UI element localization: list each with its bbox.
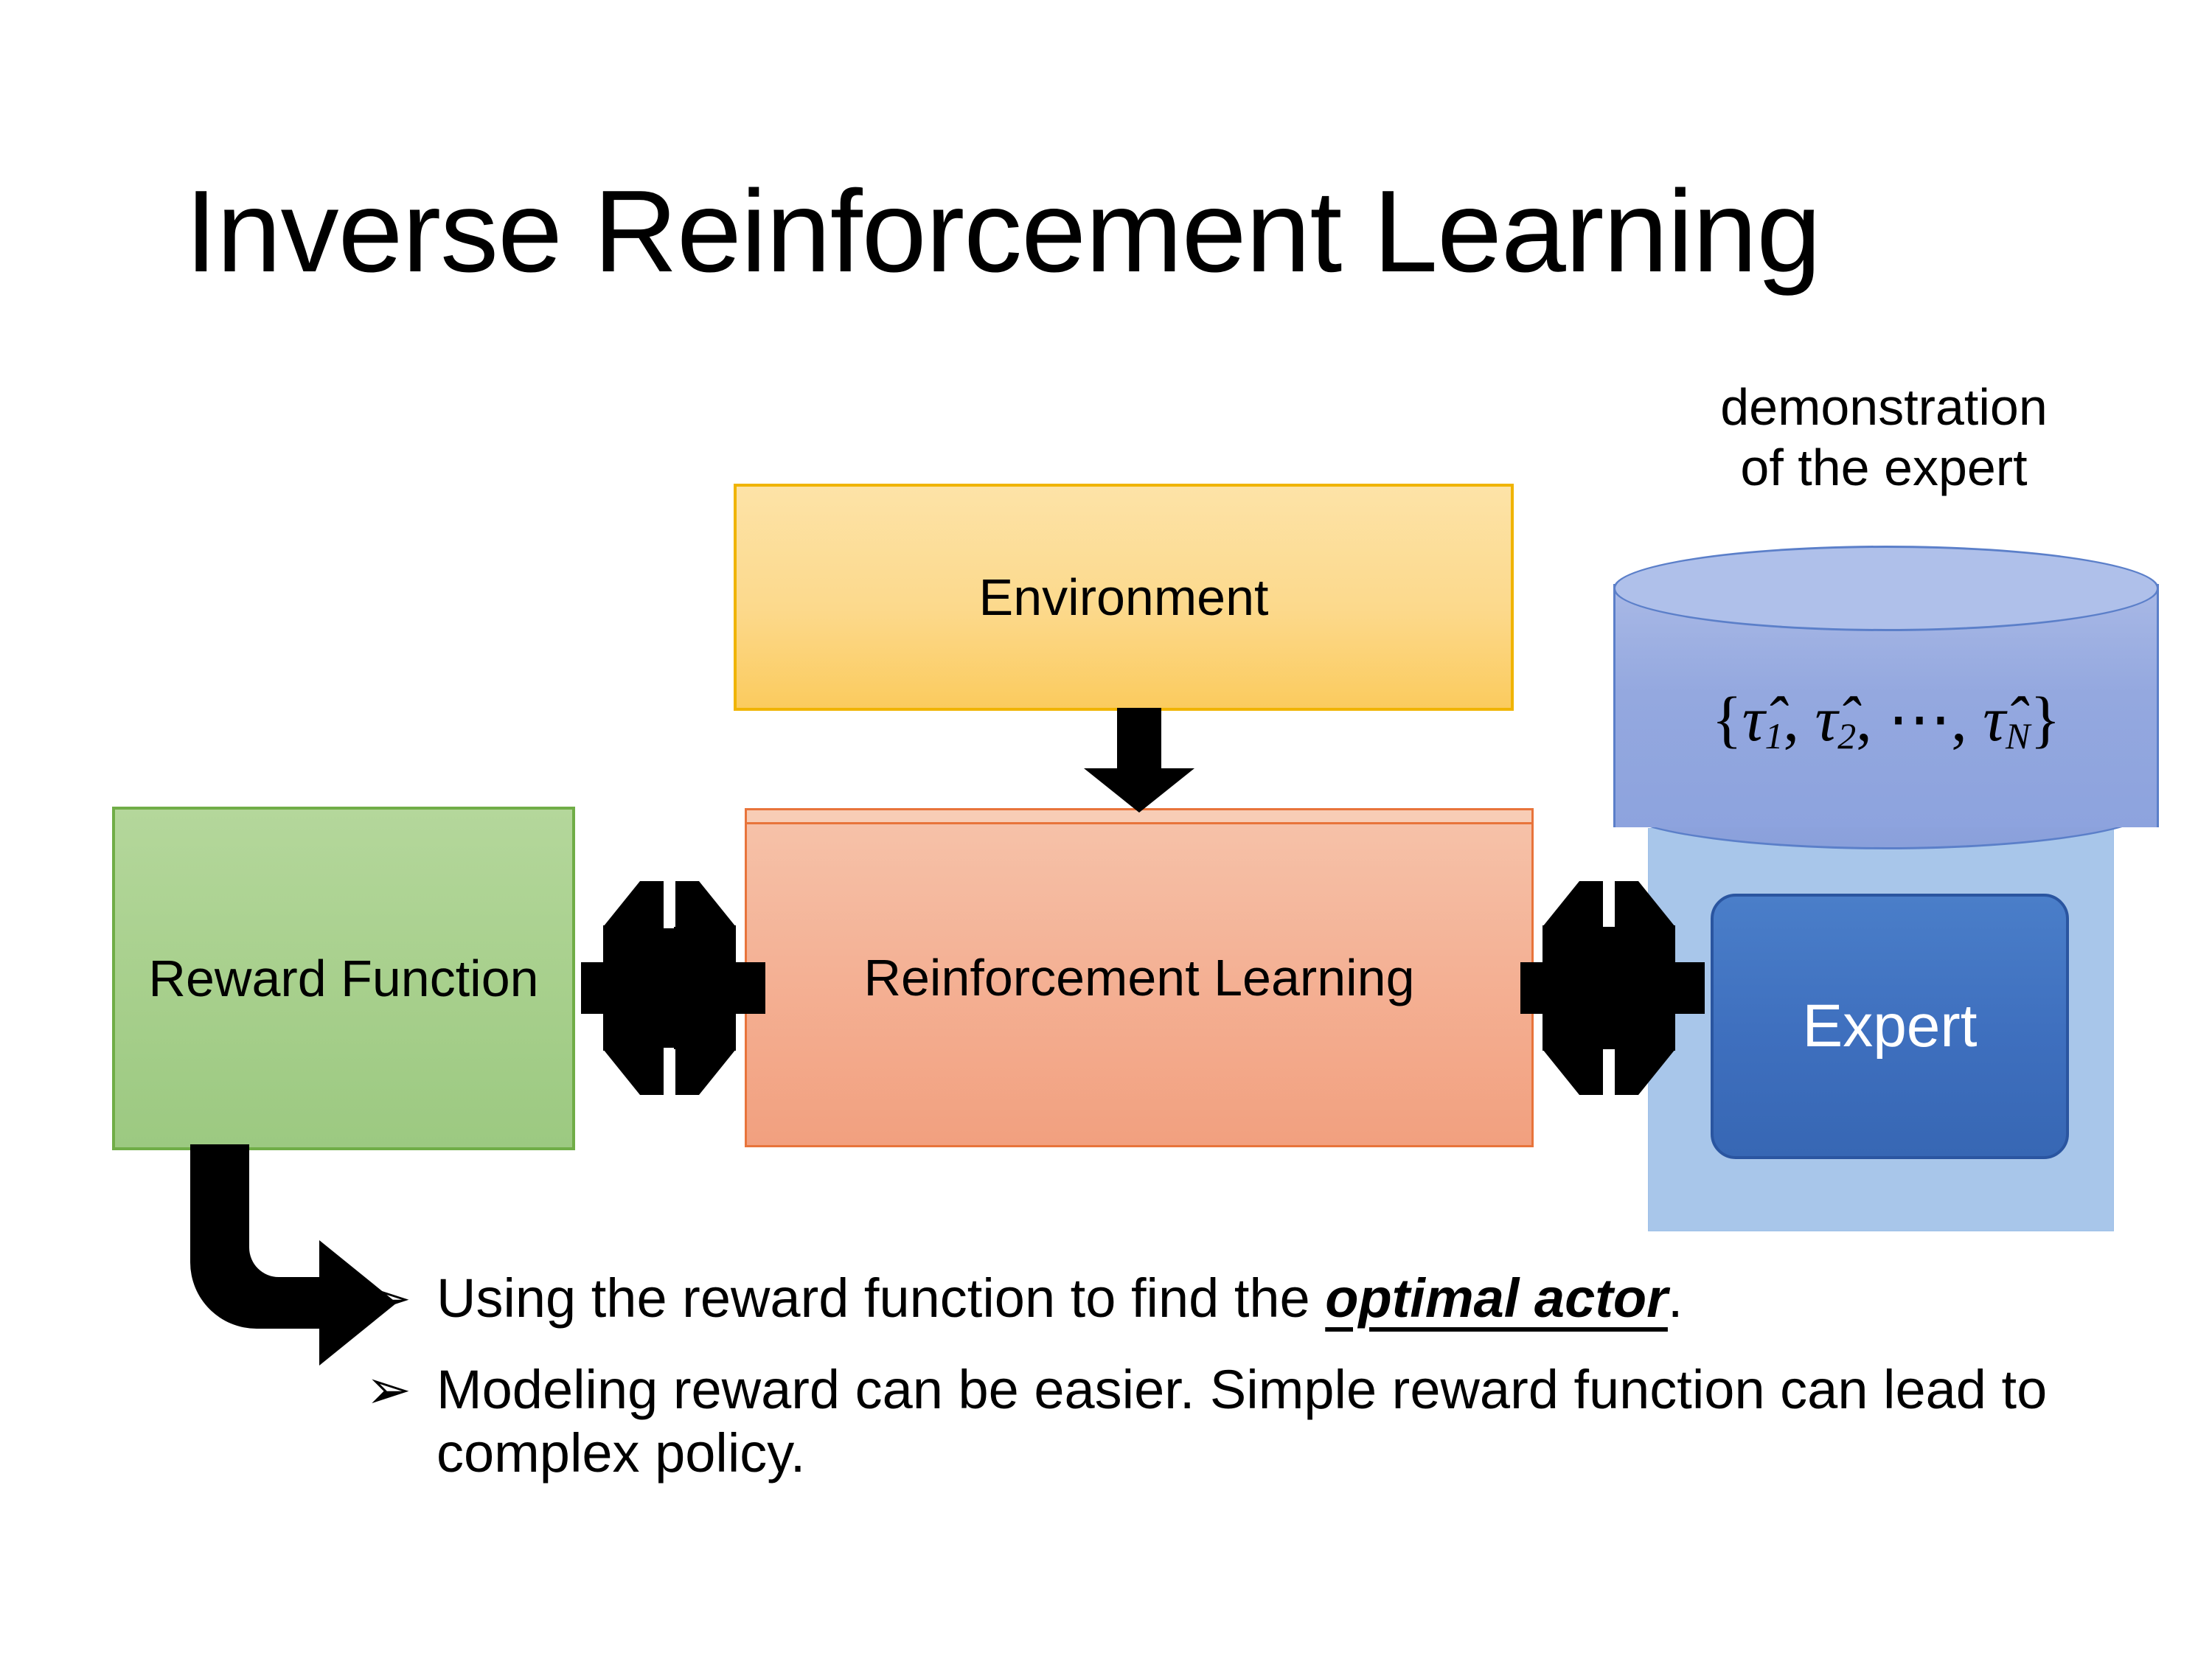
formula-subscript-2: 2 — [1837, 715, 1857, 757]
bullet-list: ➢ Using the reward function to find the … — [366, 1267, 2084, 1512]
double-arrow-icon — [1520, 872, 1705, 1104]
page-title: Inverse Reinforcement Learning — [184, 167, 1821, 296]
reward-function-box-label: Reward Function — [148, 950, 539, 1007]
expert-box[interactable]: Expert — [1711, 894, 2069, 1159]
formula-ellipsis: ⋯ — [1888, 684, 1952, 754]
formula-close-brace: } — [2030, 684, 2061, 754]
demonstration-caption: demonstration of the expert — [1644, 378, 2124, 498]
bullet-text-after: . — [1667, 1267, 1683, 1329]
bullet-arrow-icon: ➢ — [366, 1358, 412, 1420]
reinforcement-learning-box-label: Reinforcement Learning — [863, 948, 1415, 1006]
formula-subscript-n: N — [2005, 715, 2031, 757]
trajectory-set-formula: {τ̂1, τ̂2, ⋯, τ̂N} — [1613, 682, 2159, 757]
demonstration-caption-line2: of the expert — [1740, 438, 2028, 496]
down-arrow-icon — [1084, 708, 1194, 813]
bullet-text-before: Using the reward function to find the — [437, 1267, 1326, 1329]
bullet-text: Using the reward function to find the op… — [437, 1267, 1683, 1330]
formula-tau-2: τ̂ — [1815, 684, 1838, 754]
bullet-arrow-icon: ➢ — [366, 1267, 412, 1329]
cylinder-top-ellipse — [1613, 546, 2159, 631]
formula-subscript-1: 1 — [1764, 715, 1784, 757]
formula-open-brace: { — [1711, 684, 1742, 754]
demonstration-cylinder: {τ̂1, τ̂2, ⋯, τ̂N} — [1613, 546, 2159, 855]
list-item: ➢ Modeling reward can be easier. Simple … — [366, 1358, 2084, 1485]
demonstration-caption-line1: demonstration — [1720, 378, 2048, 436]
formula-comma-3: , — [1951, 684, 1983, 754]
formula-comma-1: , — [1783, 684, 1815, 754]
environment-box[interactable]: Environment — [734, 484, 1514, 711]
reward-function-box[interactable]: Reward Function — [112, 807, 575, 1150]
formula-tau-1: τ̂ — [1742, 684, 1765, 754]
bent-arrow-icon — [190, 1144, 397, 1366]
formula-tau-n: τ̂ — [1983, 684, 2006, 754]
bullet-text: Modeling reward can be easier. Simple re… — [437, 1358, 2048, 1484]
expert-box-label: Expert — [1802, 992, 1978, 1060]
double-arrow-icon — [581, 872, 765, 1104]
formula-comma-2: , — [1856, 684, 1888, 754]
rl-box-top-stripe — [747, 810, 1531, 824]
environment-box-label: Environment — [978, 568, 1269, 626]
bullet-emphasis: optimal actor — [1325, 1267, 1668, 1329]
reinforcement-learning-box[interactable]: Reinforcement Learning — [745, 808, 1534, 1147]
list-item: ➢ Using the reward function to find the … — [366, 1267, 2084, 1330]
